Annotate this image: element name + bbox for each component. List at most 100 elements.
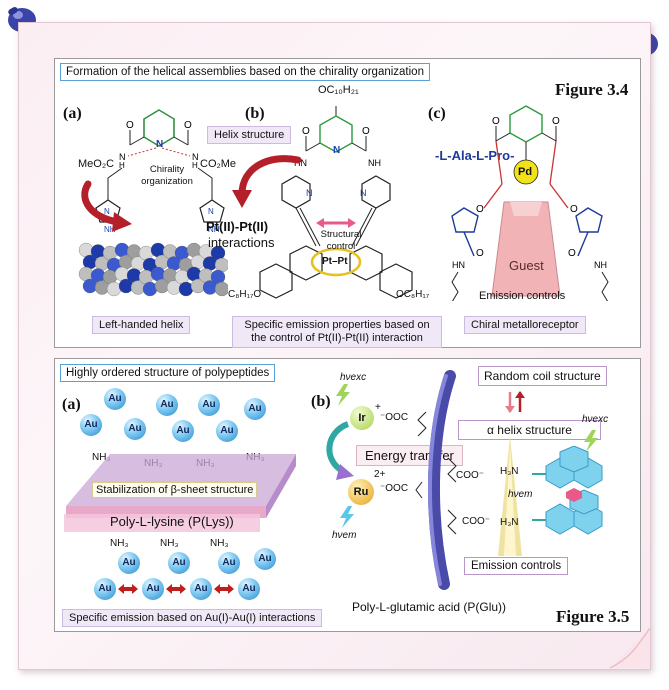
fig35-b-emission-controls: Emission controls bbox=[464, 557, 569, 575]
svg-text:NH: NH bbox=[208, 225, 220, 234]
ir-charge: + bbox=[375, 402, 381, 413]
h3n-label: H₃N bbox=[500, 466, 519, 477]
fig34-b-helix-label: Helix structure bbox=[207, 126, 292, 144]
helix-atom bbox=[162, 244, 178, 259]
svg-text:N: N bbox=[333, 145, 340, 156]
svg-text:N: N bbox=[306, 188, 313, 198]
au-atom: Au bbox=[156, 394, 178, 416]
svg-text:NH: NH bbox=[368, 158, 381, 168]
figure-3-4-label: Figure 3.4 bbox=[555, 80, 629, 99]
svg-text:N: N bbox=[360, 188, 367, 198]
helix-atom bbox=[198, 268, 214, 283]
page-curl bbox=[609, 628, 650, 669]
h3n-label: H₃N bbox=[500, 517, 519, 528]
svg-text:NH: NH bbox=[594, 260, 607, 270]
svg-text:NH: NH bbox=[104, 225, 116, 234]
helix-atom bbox=[90, 268, 106, 283]
au-atom: Au bbox=[238, 578, 260, 600]
alpha-helix-label: α helix structure bbox=[458, 420, 601, 440]
au-atom: Au bbox=[124, 418, 146, 440]
hv-em-label: hνem bbox=[508, 489, 533, 500]
au-atom: Au bbox=[94, 578, 116, 600]
fig34-c-emission-controls: Emission controls bbox=[479, 290, 566, 302]
au-atom: Au bbox=[198, 394, 220, 416]
svg-text:HN: HN bbox=[294, 158, 307, 168]
fig34-a-ester-left: MeO₂C bbox=[78, 158, 115, 170]
fig35-panel-a-letter: (a) bbox=[62, 396, 81, 413]
fig34-c-peptide: -L-Ala-L-Pro- bbox=[435, 148, 515, 163]
figure-3-5-label: Figure 3.5 bbox=[556, 607, 630, 626]
svg-text:H: H bbox=[119, 161, 125, 170]
fig35-b-backbone bbox=[415, 370, 457, 590]
au-atom: Au bbox=[104, 388, 126, 410]
helix-atom bbox=[150, 266, 166, 282]
svg-text:N: N bbox=[208, 207, 214, 216]
fig34-a-red-arrow-icon bbox=[81, 180, 132, 232]
helix-atom bbox=[90, 244, 106, 259]
au-atom: Au bbox=[118, 552, 140, 574]
svg-text:O: O bbox=[476, 204, 484, 215]
helix-atom bbox=[162, 268, 178, 283]
nh3-label: NH₃ bbox=[210, 538, 229, 549]
hv-exc-label: hνexc bbox=[340, 372, 367, 383]
fig35-a-polymer: Poly-L-lysine (P(Lys)) bbox=[110, 514, 234, 529]
au-atom: Au bbox=[218, 552, 240, 574]
fig35-a-stabilization: Stabilization of β-sheet structure bbox=[92, 482, 258, 498]
fig35-panel-b-letter: (b) bbox=[311, 393, 331, 410]
iridium-complex: Ir bbox=[350, 406, 374, 430]
svg-text:O: O bbox=[126, 120, 134, 131]
fig34-b-right-chain: OC₈H₁₇ bbox=[396, 289, 430, 300]
au-atom: Au bbox=[80, 414, 102, 436]
fig34-panel-b-letter: (b) bbox=[245, 105, 265, 122]
svg-text:O: O bbox=[362, 126, 370, 137]
svg-text:HN: HN bbox=[452, 260, 465, 270]
svg-text:N: N bbox=[104, 207, 110, 216]
helix-atom bbox=[210, 269, 226, 285]
helix-atom bbox=[102, 269, 118, 285]
au-au-interaction-arrows bbox=[118, 584, 234, 594]
helix-atom bbox=[114, 266, 130, 282]
svg-text:N: N bbox=[119, 152, 126, 162]
lightning-icon bbox=[336, 384, 350, 406]
svg-text:O: O bbox=[184, 120, 192, 131]
helix-atom bbox=[126, 268, 142, 283]
helix-atom bbox=[178, 281, 194, 297]
fig34-a-helix-model bbox=[78, 242, 228, 297]
fig34-a-caption: Left-handed helix bbox=[92, 316, 191, 334]
au-atom: Au bbox=[142, 578, 164, 600]
fig34-b-caption: Specific emission properties based on th… bbox=[232, 316, 442, 348]
svg-text:O: O bbox=[552, 116, 560, 127]
fig34-b-red-arrow-icon bbox=[232, 155, 302, 208]
energy-transfer-arrow-icon bbox=[326, 421, 354, 480]
structure-change-arrows-icon bbox=[505, 391, 525, 413]
nh3-label: NH₃ bbox=[92, 452, 111, 463]
helix-atom bbox=[150, 242, 166, 258]
fig35-b-chromophores bbox=[532, 446, 603, 535]
svg-text:N: N bbox=[192, 152, 199, 162]
helix-atom bbox=[214, 281, 228, 297]
nh3-label: NH₃ bbox=[110, 538, 129, 549]
coo-label: COO⁻ bbox=[456, 470, 485, 481]
helix-atom bbox=[106, 281, 122, 297]
fig34-c-guest: Guest bbox=[509, 258, 544, 273]
helix-atom bbox=[186, 242, 202, 258]
coo-label: COO⁻ bbox=[462, 516, 491, 527]
svg-text:O: O bbox=[568, 248, 576, 259]
helix-atom bbox=[138, 245, 154, 261]
fig34-b-structural-control: Structural control bbox=[320, 229, 362, 252]
fig35-b-polymer: Poly-L-glutamic acid (P(Glu)) bbox=[352, 600, 507, 614]
au-atom: Au bbox=[254, 548, 276, 570]
fig34-b-top-substituent: OC₁₀H₂₁ bbox=[318, 84, 359, 96]
svg-text:O: O bbox=[570, 204, 578, 215]
svg-text:O: O bbox=[492, 116, 500, 127]
lightning-icon bbox=[340, 506, 354, 528]
fig34-a-chirality-label: Chirality organization bbox=[141, 164, 193, 187]
au-atom: Au bbox=[216, 420, 238, 442]
svg-text:H: H bbox=[192, 161, 198, 170]
helix-atom bbox=[102, 245, 118, 261]
fig34-b-left-chain: C₈H₁₇O bbox=[228, 289, 262, 300]
au-atom: Au bbox=[168, 552, 190, 574]
helix-atom bbox=[78, 266, 94, 282]
figure-3-5-title: Highly ordered structure of polypeptides bbox=[60, 364, 276, 382]
